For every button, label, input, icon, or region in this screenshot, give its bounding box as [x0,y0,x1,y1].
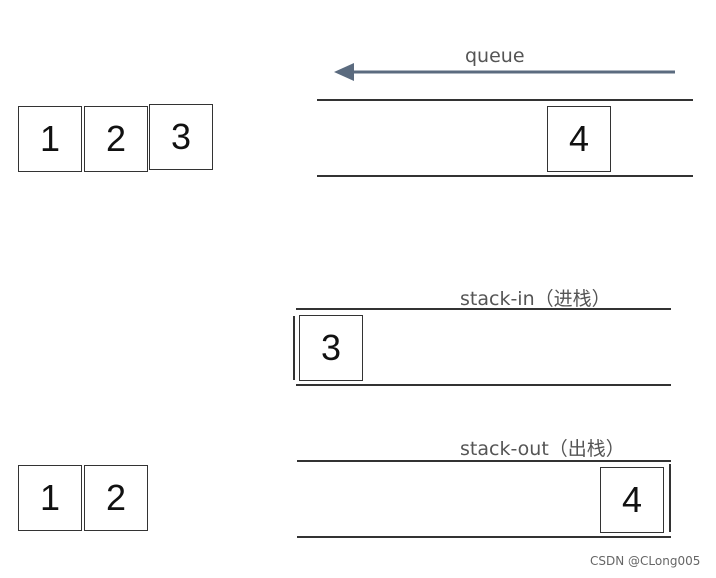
stack-out-bottom-line [297,536,671,538]
stack-out-element-box: 4 [600,467,664,533]
output-box-2: 2 [84,465,148,531]
queue-arrow-head [334,63,354,81]
watermark-text: CSDN @CLong005 [590,554,701,568]
queue-top-line [317,99,693,101]
element-box-2: 2 [84,106,148,172]
stack-in-bottom-wall [293,316,295,380]
stack-in-element-box: 3 [299,315,363,381]
stack-out-bottom-wall [669,464,671,532]
element-box-3: 3 [149,104,213,170]
stack-out-top-line [297,460,671,462]
queue-element-box: 4 [547,106,611,172]
queue-label: queue [465,45,525,67]
queue-bottom-line [317,175,693,177]
element-box-1: 1 [18,106,82,172]
queue-direction-arrow-icon [334,63,675,81]
stack-in-top-line [296,308,671,310]
stack-in-label: stack-in（进栈） [460,288,611,310]
stack-out-label: stack-out（出栈） [460,438,625,460]
output-box-1: 1 [18,465,82,531]
stack-in-bottom-line [296,384,671,386]
